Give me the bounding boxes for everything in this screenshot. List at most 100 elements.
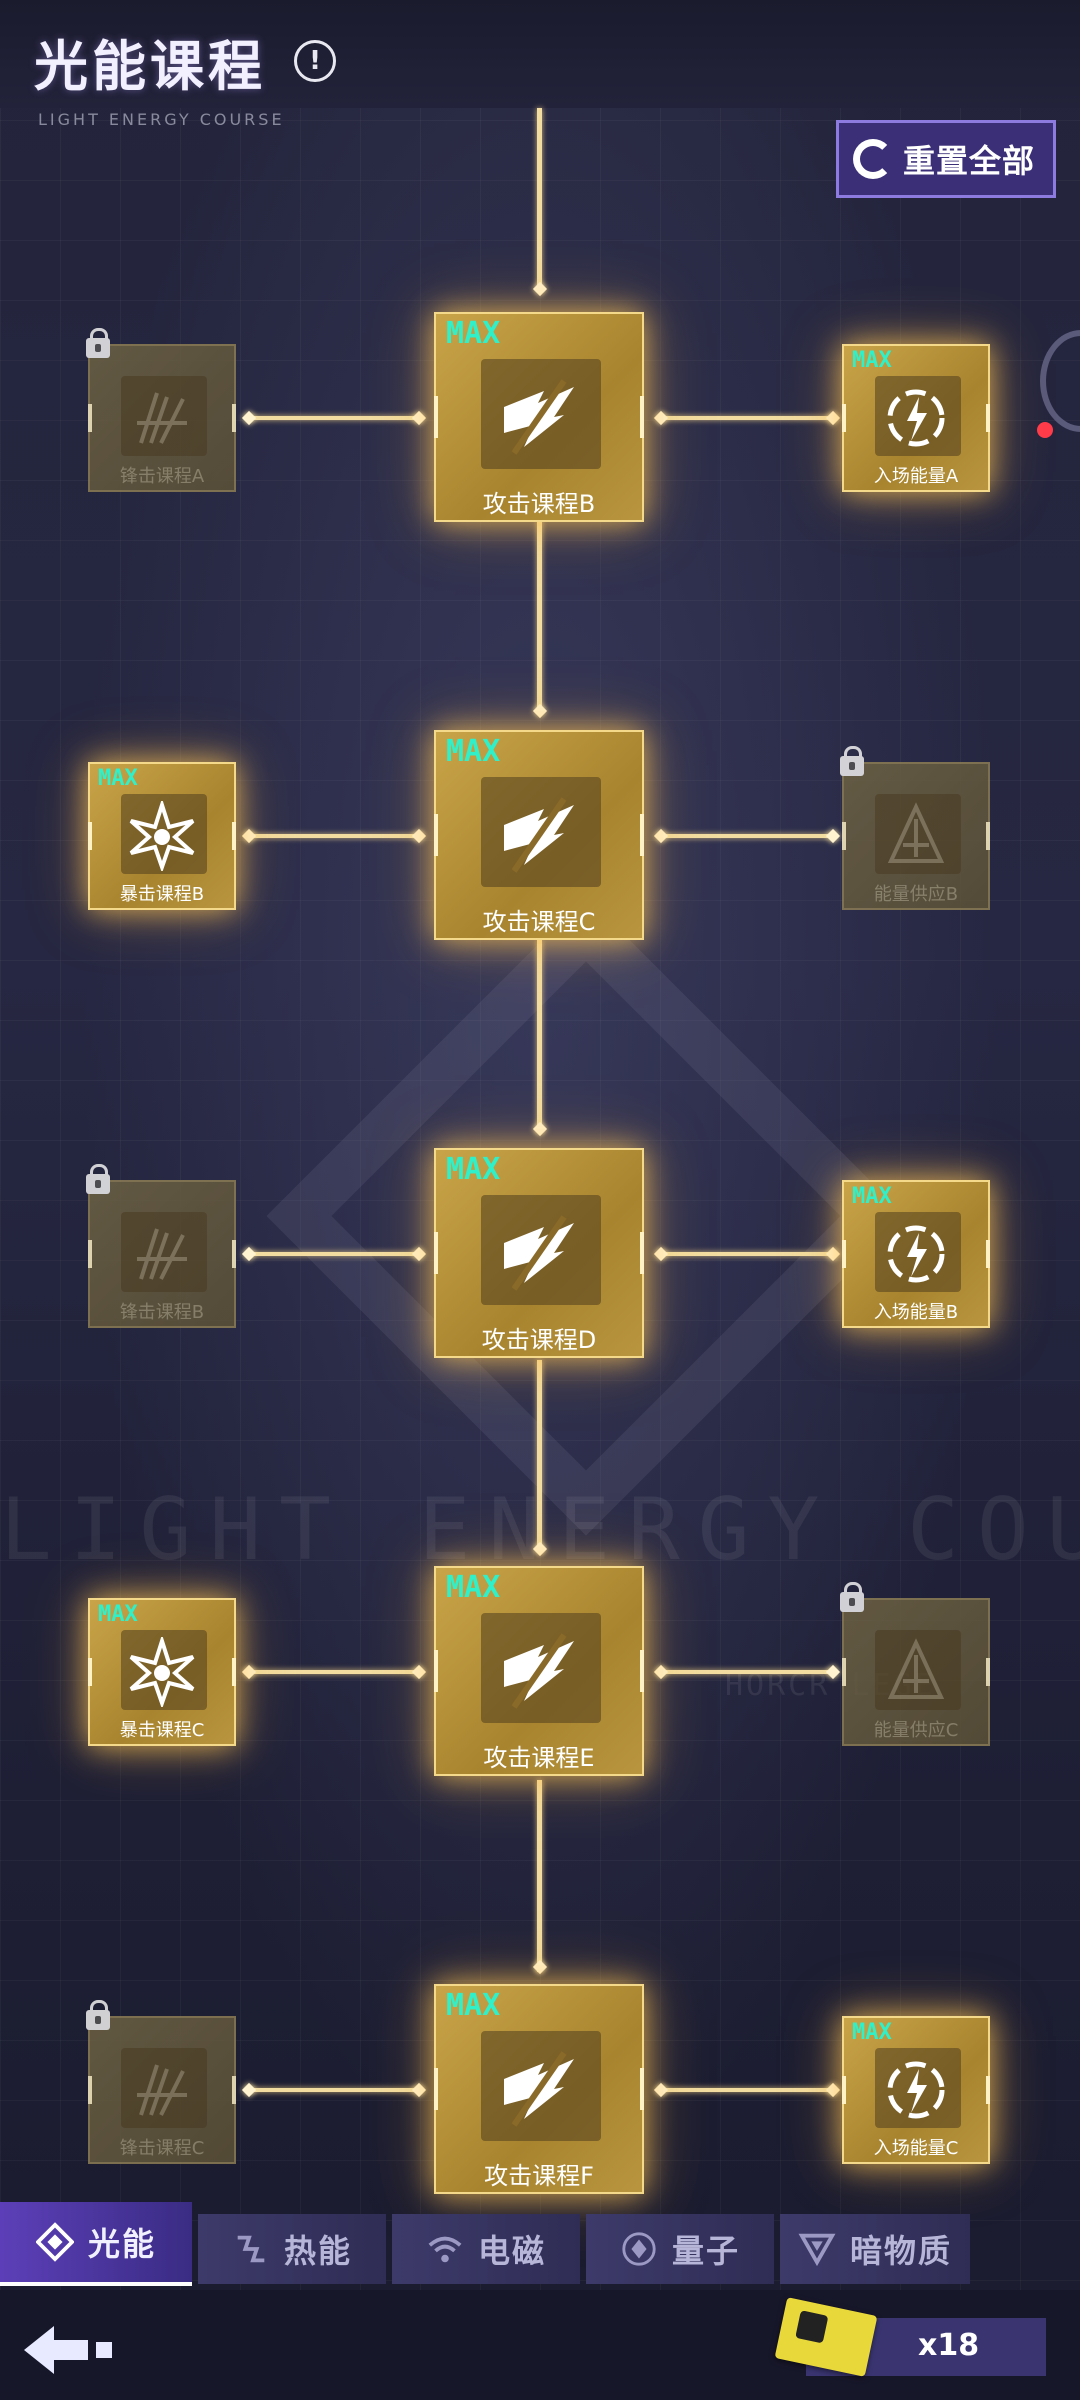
category-tabs: 光能 热能 电磁 量子 暗物质 xyxy=(0,2202,1080,2286)
tab-electromagnetic[interactable]: 电磁 xyxy=(392,2214,580,2284)
heat-icon xyxy=(232,2230,270,2268)
node-edge xyxy=(640,396,644,438)
page-title: 光能课程 xyxy=(34,35,266,98)
lock-icon xyxy=(840,1582,864,1612)
connector-line xyxy=(537,108,542,288)
connector-line xyxy=(660,1252,834,1256)
node-edge xyxy=(232,403,236,433)
node-edge xyxy=(232,1657,236,1687)
crit-icon xyxy=(90,1600,234,1744)
max-badge: MAX xyxy=(446,734,501,769)
node-edge xyxy=(232,821,236,851)
node-edge xyxy=(986,1657,990,1687)
connector-line xyxy=(660,1670,834,1674)
blade-icon xyxy=(90,1182,234,1326)
node-edge xyxy=(88,1657,92,1687)
node-icon-frame xyxy=(875,794,961,874)
blade-icon xyxy=(90,346,234,490)
node-edge xyxy=(232,2075,236,2105)
node-label: 入场能量B xyxy=(873,1302,959,1323)
course-node-right-0[interactable]: MAX 入场能量A xyxy=(842,344,990,492)
attack-icon xyxy=(436,1568,642,1774)
energy-icon xyxy=(844,346,988,490)
node-edge xyxy=(640,1232,644,1274)
tab-label: 热能 xyxy=(283,2232,352,2270)
lock-icon xyxy=(86,2000,110,2030)
node-edge xyxy=(842,403,846,433)
node-label: 能量供应C xyxy=(873,1720,959,1741)
node-icon-frame xyxy=(875,1630,961,1710)
course-node-right-1[interactable]: 能量供应B xyxy=(840,746,990,910)
reset-all-button[interactable]: 重置全部 xyxy=(836,120,1056,198)
info-icon[interactable]: ! xyxy=(294,40,336,82)
node-label: 攻击课程F xyxy=(484,2162,594,2190)
course-node-main-3[interactable]: MAX 攻击课程E xyxy=(434,1566,644,1776)
connector-line xyxy=(660,834,834,838)
node-edge xyxy=(640,814,644,856)
node-icon-frame xyxy=(121,2048,207,2128)
course-node-right-4[interactable]: MAX 入场能量C xyxy=(842,2016,990,2164)
connector-line xyxy=(537,1360,542,1552)
node-edge xyxy=(986,821,990,851)
course-node-main-1[interactable]: MAX 攻击课程C xyxy=(434,730,644,940)
tab-quantum[interactable]: 量子 xyxy=(586,2214,774,2284)
course-node-right-2[interactable]: MAX 入场能量B xyxy=(842,1180,990,1328)
max-badge: MAX xyxy=(446,1152,501,1187)
max-badge: MAX xyxy=(98,766,138,791)
connector-line xyxy=(537,1780,542,1972)
course-node-right-3[interactable]: 能量供应C xyxy=(840,1582,990,1746)
connector-line xyxy=(248,834,420,838)
node-label: 入场能量C xyxy=(873,2138,959,2159)
node-edge xyxy=(842,2075,846,2105)
course-node-left-1[interactable]: MAX 暴击课程B xyxy=(88,762,236,910)
node-edge xyxy=(88,821,92,851)
connector-line xyxy=(248,2088,420,2092)
node-edge xyxy=(640,2068,644,2110)
tab-label: 暗物质 xyxy=(849,2232,952,2270)
node-label: 暴击课程B xyxy=(119,884,205,905)
tab-label: 量子 xyxy=(671,2232,740,2270)
tab-light-energy[interactable]: 光能 xyxy=(0,2202,192,2286)
node-edge xyxy=(88,403,92,433)
course-node-main-4[interactable]: MAX 攻击课程F xyxy=(434,1984,644,2194)
tab-dark-matter[interactable]: 暗物质 xyxy=(780,2214,970,2284)
back-arrow-icon xyxy=(24,2326,112,2374)
attack-icon xyxy=(436,1150,642,1356)
node-edge xyxy=(842,821,846,851)
course-node-left-4[interactable]: 锋击课程C xyxy=(86,2000,236,2164)
connector-line xyxy=(248,416,420,420)
node-edge xyxy=(434,2068,438,2110)
node-label: 攻击课程D xyxy=(481,1326,597,1354)
course-node-left-0[interactable]: 锋击课程A xyxy=(86,328,236,492)
node-edge xyxy=(986,1239,990,1269)
connector-line xyxy=(248,1252,420,1256)
triangle-icon xyxy=(798,2230,836,2268)
lock-icon xyxy=(86,328,110,358)
connector-line xyxy=(660,416,834,420)
max-badge: MAX xyxy=(852,1184,892,1209)
max-badge: MAX xyxy=(446,1570,501,1605)
attack-icon xyxy=(436,732,642,938)
node-icon-frame xyxy=(121,376,207,456)
course-node-main-2[interactable]: MAX 攻击课程D xyxy=(434,1148,644,1358)
course-node-left-3[interactable]: MAX 暴击课程C xyxy=(88,1598,236,1746)
node-edge xyxy=(842,1239,846,1269)
course-node-main-0[interactable]: MAX 攻击课程B xyxy=(434,312,644,522)
node-label: 锋击课程B xyxy=(119,1302,205,1323)
node-edge xyxy=(434,396,438,438)
max-badge: MAX xyxy=(446,316,501,351)
tab-heat-energy[interactable]: 热能 xyxy=(198,2214,386,2284)
max-badge: MAX xyxy=(446,1988,501,2023)
energy-icon xyxy=(844,1182,988,1326)
header: 光能课程 ! xyxy=(0,0,1080,108)
course-node-left-2[interactable]: 锋击课程B xyxy=(86,1164,236,1328)
tab-label: 电磁 xyxy=(477,2232,546,2270)
lock-icon xyxy=(86,1164,110,1194)
back-button[interactable] xyxy=(18,2320,118,2380)
node-edge xyxy=(640,1650,644,1692)
lock-icon xyxy=(840,746,864,776)
node-label: 攻击课程B xyxy=(482,490,596,518)
node-edge xyxy=(986,403,990,433)
node-label: 攻击课程C xyxy=(482,908,596,936)
node-edge xyxy=(88,2075,92,2105)
